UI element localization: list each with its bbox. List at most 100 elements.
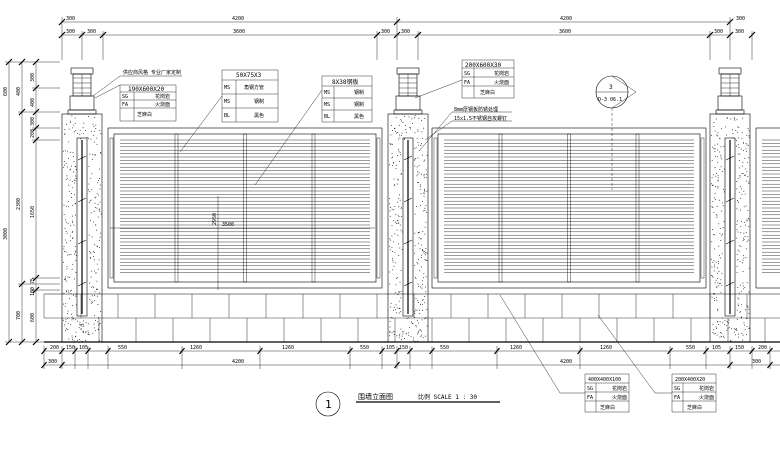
pillar-texture-dot: [716, 161, 718, 163]
pillar-texture-dot: [720, 279, 722, 281]
pillar-texture-dot: [75, 177, 77, 179]
pillar-texture-dot: [423, 127, 424, 129]
pillar-texture-dot: [425, 317, 427, 319]
pillar-texture-dot: [422, 249, 424, 250]
pillar-texture-dot: [414, 148, 416, 149]
pillar-texture-dot: [391, 225, 393, 227]
pillar-texture-dot: [714, 148, 716, 149]
panel-vertical-tube: [311, 133, 316, 283]
callout-cell: 钢制: [354, 101, 364, 108]
pillar-texture-dot: [425, 276, 427, 278]
pillar-texture-dot: [400, 339, 402, 341]
pillar-texture-dot: [394, 127, 395, 129]
pillar-texture-dot: [98, 259, 100, 261]
pillar-texture-dot: [712, 276, 714, 278]
pillar-texture-dot: [712, 332, 714, 333]
pillar-texture-dot: [70, 293, 72, 295]
pillar-texture-dot: [726, 134, 727, 136]
pillar-texture-dot: [64, 161, 65, 163]
pillar-texture-dot: [90, 252, 92, 254]
pillar-texture-dot: [737, 220, 738, 222]
pillar-texture-dot: [389, 246, 390, 248]
pillar-texture-dot: [720, 166, 722, 168]
pillar-texture-dot: [735, 328, 737, 330]
pillar-texture-dot: [736, 119, 738, 121]
pillar-texture-dot: [736, 309, 738, 311]
pillar-texture-dot: [742, 173, 744, 174]
dim-left-100: 100: [30, 287, 36, 296]
pillar-texture-dot: [426, 325, 428, 327]
callout-cell: SG: [122, 94, 128, 100]
pillar-texture-dot: [741, 317, 742, 318]
pillar-texture-dot: [410, 336, 412, 338]
pillar-texture-dot: [391, 209, 393, 210]
pillar-texture-dot: [421, 266, 422, 268]
pillar-texture-dot: [720, 282, 721, 284]
pillar-texture-dot: [739, 311, 741, 312]
pillar-texture-dot: [747, 157, 749, 159]
pillar-texture-dot: [91, 173, 93, 175]
pillar-texture-dot: [740, 197, 742, 199]
pillar-anchor: [403, 281, 413, 287]
dim-left-700: 700: [16, 311, 22, 320]
pillar-texture-dot: [391, 332, 393, 334]
pillar-cap-plate: [715, 109, 745, 115]
pillar-texture-dot: [93, 323, 95, 325]
dim-left-600a: 600: [3, 87, 9, 96]
pillar-texture-dot: [65, 150, 67, 152]
pillar-texture-dot: [746, 305, 748, 306]
pillar-texture-dot: [719, 137, 721, 139]
dim-tick: [727, 347, 733, 355]
pillar-texture-dot: [79, 134, 81, 136]
pillar-slot: [76, 137, 88, 317]
callout-cell: 花岗岩: [155, 93, 170, 100]
pillar-texture-dot: [743, 255, 744, 257]
pillar-texture-dot: [65, 330, 67, 331]
pillar-texture-dot: [97, 329, 99, 331]
pillar-texture-dot: [722, 227, 724, 229]
pillar-texture-dot: [425, 221, 427, 223]
dim-tick: [394, 361, 400, 369]
callout-post-cap: 供应商风格 专业厂家定制 190X600X20 SG 花岗岩 FA 火烧面 芝麻…: [92, 69, 182, 122]
pillar-texture-dot: [396, 307, 398, 309]
pillar-texture-dot: [724, 320, 726, 321]
pillar-texture-dot: [423, 193, 425, 195]
callout-cell: BL: [324, 114, 330, 120]
pillar-texture-dot: [90, 212, 92, 214]
pillar-texture-dot: [73, 340, 75, 342]
callout-cell: 花岗岩: [699, 385, 714, 392]
pillar-texture-dot: [69, 298, 70, 299]
pillar-texture-dot: [731, 328, 732, 330]
pillar-texture-dot: [419, 248, 421, 250]
pillar-texture-dot: [72, 215, 73, 217]
pillar-texture-dot: [417, 232, 419, 234]
dim-bottom-label: 550: [118, 345, 127, 351]
pillar-texture-dot: [92, 302, 94, 303]
pillar-texture-dot: [717, 132, 719, 134]
pillar-texture-dot: [736, 181, 738, 182]
pillar-texture-dot: [67, 310, 69, 312]
pillar-texture-dot: [737, 303, 739, 305]
pillar-texture-dot: [743, 222, 745, 223]
pillar-cap-plate: [393, 109, 423, 115]
pillar-texture-dot: [63, 303, 64, 305]
pillar-texture-dot: [410, 128, 411, 130]
pillar-texture-dot: [417, 142, 419, 143]
pillar-texture-dot: [746, 282, 748, 284]
panel-vertical-tube: [243, 133, 247, 283]
pillar-texture-dot: [82, 331, 84, 333]
pillar-texture-dot: [397, 294, 399, 295]
pillar-texture-dot: [69, 169, 71, 171]
pillar-texture-dot: [423, 173, 425, 175]
pillar-texture-dot: [72, 237, 74, 239]
pillar-texture-dot: [712, 184, 714, 186]
pillar-texture-dot: [68, 291, 70, 293]
pillar-texture-dot: [64, 305, 66, 307]
pillar-texture-dot: [397, 220, 399, 221]
pillar-texture-dot: [72, 263, 74, 265]
dim-left-400a: 400: [16, 87, 22, 96]
pillar-texture-dot: [717, 285, 719, 287]
pillar-texture-dot: [419, 231, 421, 233]
pillar-texture-dot: [401, 132, 403, 134]
